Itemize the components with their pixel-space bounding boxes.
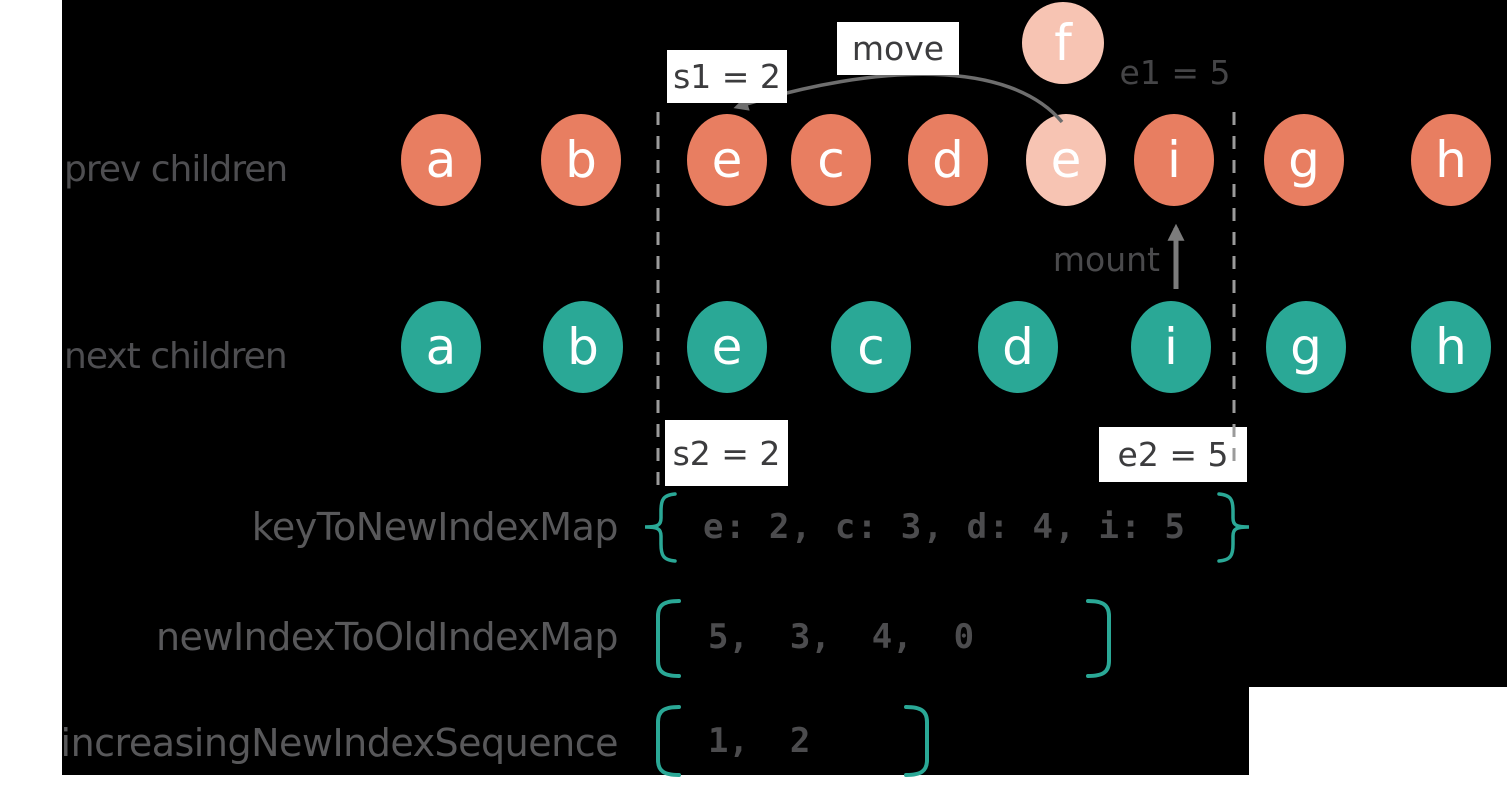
next-node-h: h	[1411, 301, 1491, 393]
increasing-new-index-sequence-content: 1, 2	[708, 721, 811, 761]
page-margin-bottom-right	[1249, 687, 1507, 793]
key-to-new-index-map-content: e: 2, c: 3, d: 4, i: 5	[703, 507, 1187, 547]
prev-node-a: a	[401, 114, 481, 206]
key-to-new-index-map-label: keyToNewIndexMap	[251, 505, 619, 549]
open-brace-icon	[644, 492, 677, 563]
prev-node-e: e	[687, 114, 767, 206]
e1-label: e1 = 5	[1119, 53, 1231, 92]
floating-node-f: f	[1022, 2, 1104, 84]
next-node-c: c	[831, 301, 911, 393]
prev-node-g: g	[1264, 114, 1344, 206]
next-node-g: g	[1266, 301, 1346, 393]
next-node-i: i	[1131, 301, 1211, 393]
close-bracket-icon	[1086, 599, 1111, 678]
open-bracket-icon	[656, 599, 681, 678]
next-node-e: e	[687, 301, 767, 393]
mount-label: mount	[1052, 240, 1160, 279]
open-bracket-icon	[656, 705, 681, 777]
next-node-a: a	[401, 301, 481, 393]
e2-label-box: e2 = 5	[1099, 427, 1247, 482]
s2-label-box: s2 = 2	[665, 420, 788, 486]
s1-label-box: s1 = 2	[667, 50, 787, 103]
prev-node-b: b	[541, 114, 621, 206]
prev-node-e-moved: e	[1026, 114, 1106, 206]
close-brace-icon	[1217, 492, 1250, 563]
page-margin-left	[0, 0, 62, 793]
next-node-d: d	[978, 301, 1058, 393]
prev-node-c: c	[791, 114, 871, 206]
move-label-box: move	[837, 22, 959, 75]
prev-node-h: h	[1411, 114, 1491, 206]
new-index-to-old-index-map-content: 5, 3, 4, 0	[708, 617, 975, 657]
prev-children-label: prev children	[64, 149, 288, 190]
page-margin-bottom	[0, 775, 1507, 793]
close-bracket-icon	[904, 705, 929, 777]
next-children-label: next children	[64, 336, 288, 377]
prev-node-i: i	[1134, 114, 1214, 206]
increasing-new-index-sequence-label: increasingNewIndexSequence	[60, 721, 619, 765]
new-index-to-old-index-map-label: newIndexToOldIndexMap	[155, 615, 619, 659]
next-node-b: b	[543, 301, 623, 393]
prev-node-d: d	[908, 114, 988, 206]
